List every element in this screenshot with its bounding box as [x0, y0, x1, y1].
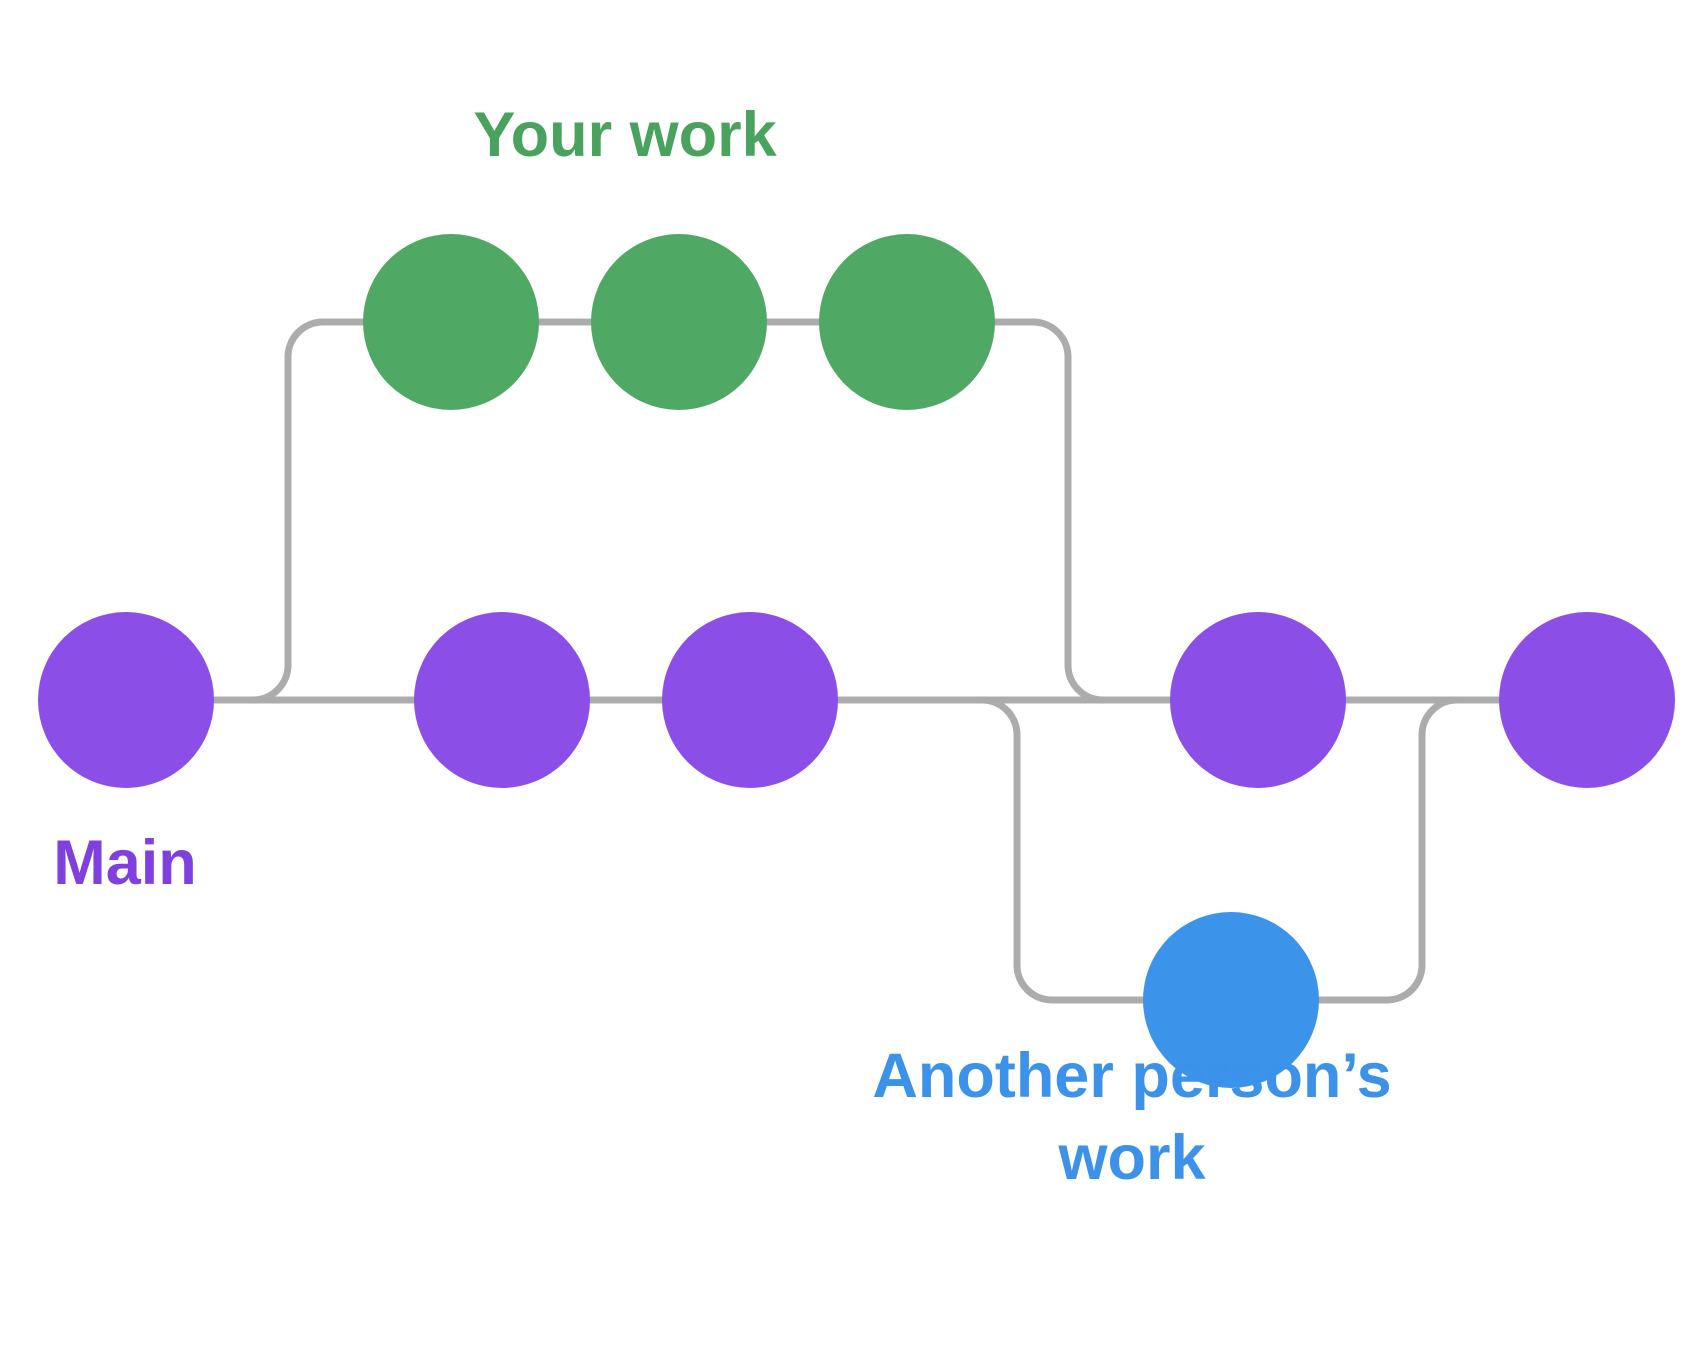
- commit-node-main-3: [662, 612, 838, 788]
- label-your-work: Your work: [473, 100, 777, 170]
- label-main: Main: [53, 828, 197, 898]
- commit-node-your-work-2: [591, 234, 767, 410]
- label-another-person-line1: Another person’s: [872, 1041, 1392, 1111]
- edge-another-person-diverge: [838, 696, 1145, 1004]
- label-another-person-line2: work: [1058, 1122, 1206, 1193]
- commit-node-your-work-1: [363, 234, 539, 410]
- edge-another-person-merge: [1317, 696, 1497, 1004]
- commit-node-main-4: [1170, 612, 1346, 788]
- edge-your-work-diverge: [214, 318, 364, 704]
- commit-node-main-1: [38, 612, 214, 788]
- commit-node-your-work-3: [819, 234, 995, 410]
- commit-node-main-5: [1499, 612, 1675, 788]
- commit-node-another-person-1: [1143, 912, 1319, 1088]
- commit-node-main-2: [414, 612, 590, 788]
- label-another-person: Another person’s work: [872, 1036, 1391, 1200]
- edge-your-work-merge: [994, 318, 1172, 704]
